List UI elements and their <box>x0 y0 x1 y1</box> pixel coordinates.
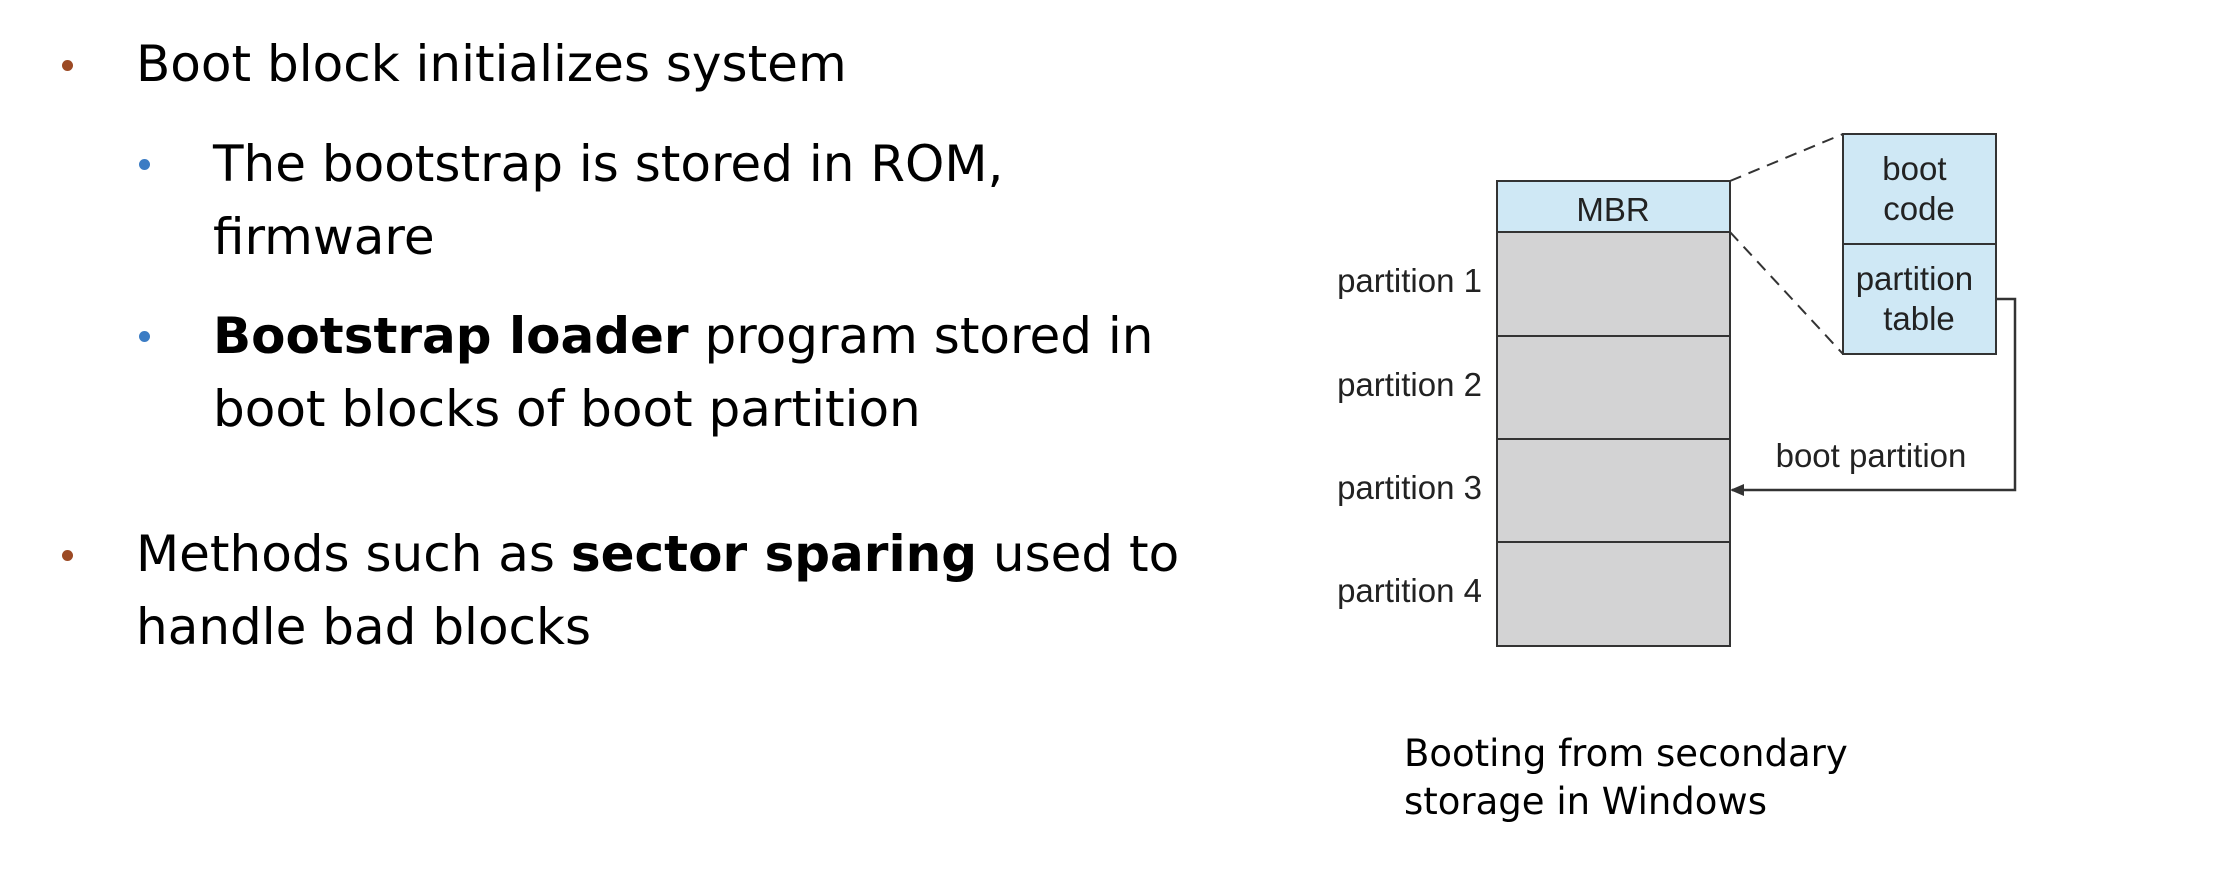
bullet-dot-level2 <box>139 331 150 342</box>
zoom-line-top <box>1729 133 1844 182</box>
bullet-text: Methods such as <box>136 525 571 583</box>
mbr-box <box>1496 180 1731 233</box>
partition-table-label: partition table <box>1856 260 1983 337</box>
zoom-line-bottom <box>1729 231 1844 355</box>
bullet-text: program stored in boot blocks of boot pa… <box>213 307 1154 438</box>
bullet-text: used to handle bad blocks <box>136 525 1180 656</box>
partition-3-box <box>1496 438 1731 543</box>
bullet-dot-level2 <box>139 159 150 170</box>
partition-1-box <box>1496 231 1731 337</box>
partition-table-line: table <box>1883 300 1955 337</box>
partition-label: partition 4 <box>1337 572 1482 609</box>
partition-label: partition 1 <box>1337 262 1482 299</box>
partition-table-box <box>1842 243 1997 355</box>
figure-caption: Booting from secondary storage in Window… <box>1404 732 1848 823</box>
boot-code-box <box>1842 133 1997 245</box>
partition-label: partition 2 <box>1337 366 1482 403</box>
bullet-item: The bootstrap is stored in ROM, firmware <box>213 128 1173 274</box>
partition-4-box <box>1496 541 1731 647</box>
bullet-dot-level1 <box>62 60 73 71</box>
bullet-text: Boot block initializes system <box>136 35 847 93</box>
mbr-label: MBR <box>1576 191 1649 228</box>
bullet-item: Bootstrap loader program stored in boot … <box>213 300 1173 446</box>
boot-code-label: boot code <box>1882 150 1955 227</box>
bullet-item: Boot block initializes system <box>136 28 1186 101</box>
partition-table-line: partition <box>1856 260 1973 297</box>
boot-partition-label: boot partition <box>1776 437 1967 474</box>
bullet-bold-term: sector sparing <box>570 525 977 583</box>
bullet-list: Boot block initializes system The bootst… <box>62 28 1186 664</box>
boot-code-line: code <box>1883 190 1955 227</box>
bullet-bold-term: Bootstrap loader <box>213 307 689 365</box>
bullet-dot-level1 <box>62 550 73 561</box>
boot-partition-arrow <box>1730 297 2017 496</box>
bullet-text: The bootstrap is stored in ROM, firmware <box>213 135 1004 266</box>
partition-2-box <box>1496 335 1731 440</box>
boot-code-line: boot <box>1882 150 1946 187</box>
partition-label: partition 3 <box>1337 469 1482 506</box>
bullet-item: Methods such as sector sparing used to h… <box>136 518 1186 664</box>
